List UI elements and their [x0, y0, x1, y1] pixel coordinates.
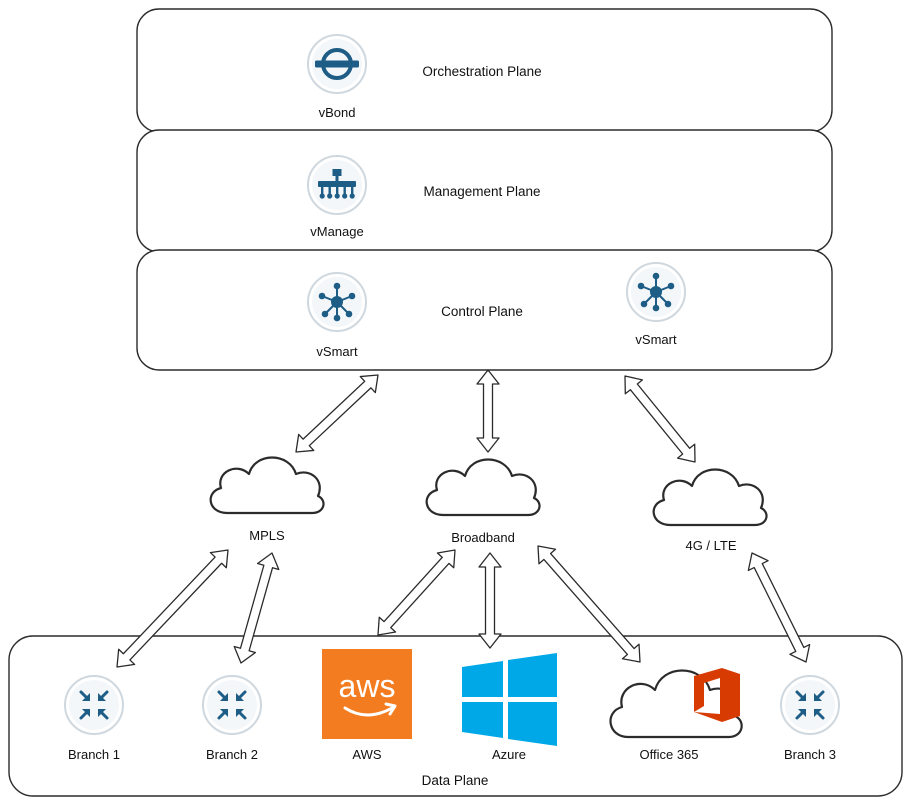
office365-label: Office 365 [639, 747, 698, 762]
vmanage-label: vManage [310, 224, 363, 239]
branch-3-label: Branch 3 [784, 747, 836, 762]
orchestration-plane-label: Orchestration Plane [422, 64, 541, 79]
data-plane-label: Data Plane [422, 773, 489, 788]
cloud-icon [209, 456, 325, 515]
arrow-broadband-office365 [537, 545, 641, 663]
lte-cloud[interactable] [652, 468, 768, 527]
vsmart-label-1: vSmart [316, 344, 358, 359]
branch-1-router[interactable] [64, 675, 124, 735]
office-icon [694, 668, 740, 722]
cloud-icon [609, 669, 743, 739]
aws-logo[interactable]: aws [322, 649, 412, 739]
arrow-mpls-branch1 [116, 549, 229, 668]
vmanage-node[interactable] [307, 155, 367, 215]
branch-3-router[interactable] [780, 675, 840, 735]
mpls-label: MPLS [249, 528, 285, 543]
branch-2-router[interactable] [202, 675, 262, 735]
broadband-cloud[interactable] [425, 458, 541, 517]
aws-label: AWS [352, 747, 381, 762]
vsmart-hub-icon [637, 272, 675, 312]
arrow-control-broadband [476, 369, 500, 453]
arrow-lte-branch3 [747, 552, 811, 663]
broadband-label: Broadband [451, 530, 515, 545]
vbond-orchestrator-icon [315, 48, 359, 80]
router-arrows-icon [217, 690, 247, 720]
vbond-node[interactable] [307, 34, 367, 94]
arrow-mpls-branch2 [233, 552, 280, 664]
vsmart-node-1[interactable] [307, 272, 367, 332]
router-arrows-icon [795, 690, 825, 720]
arrow-broadband-azure [478, 552, 502, 649]
data-plane-box [8, 635, 903, 797]
branch-1-label: Branch 1 [68, 747, 120, 762]
vsmart-node-2[interactable] [626, 262, 686, 322]
arrow-control-mpls [295, 374, 379, 453]
arrow-broadband-aws [377, 549, 456, 636]
azure-label: Azure [492, 747, 526, 762]
aws-logo-text: aws [339, 668, 396, 704]
office365-logo[interactable] [609, 668, 743, 739]
management-plane-label: Management Plane [423, 184, 540, 199]
arrow-control-lte [624, 375, 696, 463]
vsmart-hub-icon [318, 282, 356, 322]
lte-label: 4G / LTE [685, 538, 736, 553]
cloud-icon [652, 468, 768, 527]
connection-arrows [116, 369, 811, 668]
vsmart-label-2: vSmart [635, 332, 677, 347]
mpls-cloud[interactable] [209, 456, 325, 515]
vbond-label: vBond [319, 105, 356, 120]
cloud-icon [425, 458, 541, 517]
branch-2-label: Branch 2 [206, 747, 258, 762]
router-arrows-icon [79, 690, 109, 720]
windows-logo[interactable] [462, 653, 557, 746]
vmanage-management-icon [318, 169, 356, 199]
control-plane-label: Control Plane [441, 304, 523, 319]
